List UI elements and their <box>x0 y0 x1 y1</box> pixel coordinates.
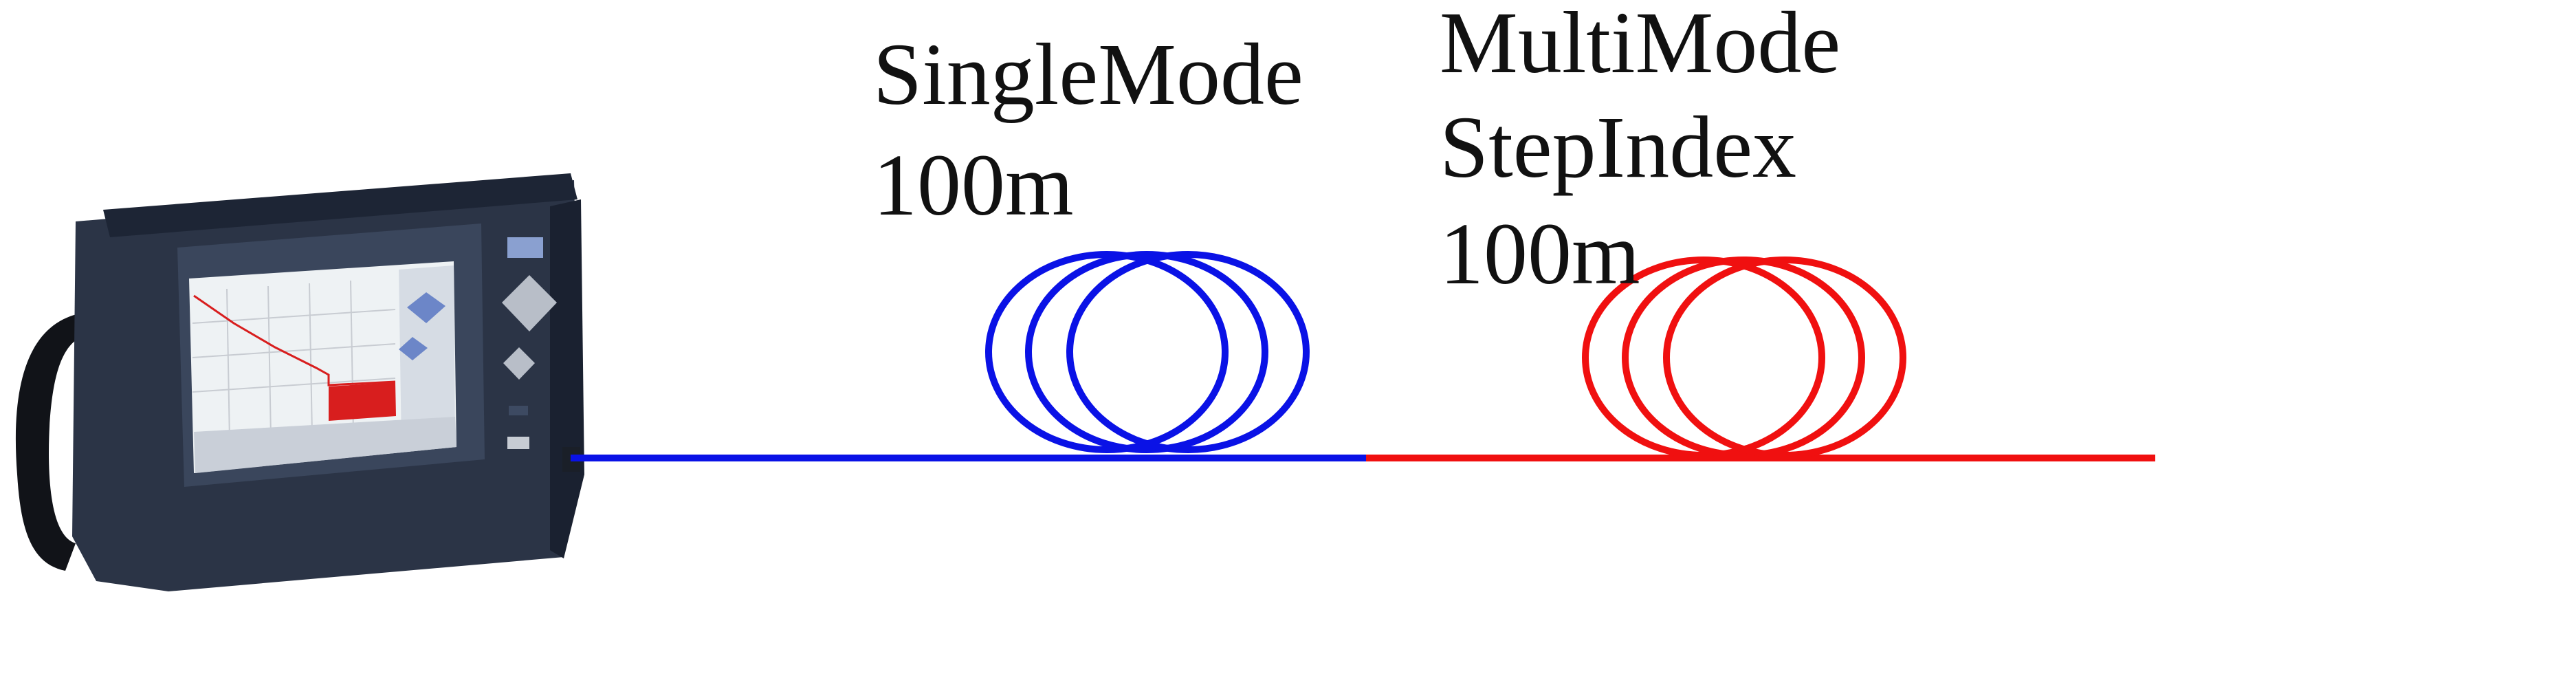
device-screen-nav-button <box>407 292 445 323</box>
singlemode-type-label: SingleMode <box>873 25 1303 123</box>
device-side <box>550 199 584 558</box>
device-screen-trace <box>193 294 396 386</box>
multimode-coil-loop <box>1663 257 1906 459</box>
device-label-plate <box>507 237 543 258</box>
device-small-key <box>509 406 528 415</box>
device-nav-key <box>502 275 557 331</box>
device-screen-info <box>194 417 456 473</box>
singlemode-coil-loop <box>1025 251 1268 453</box>
device-screen-noise <box>329 382 396 421</box>
singlemode-coil-loop <box>985 251 1229 453</box>
device-small-key-2 <box>507 437 529 449</box>
singlemode-length-label: 100m <box>873 136 1074 234</box>
singlemode-coil <box>985 251 1310 453</box>
multimode-coil-loop <box>1582 257 1825 459</box>
multimode-coil-loop <box>1622 257 1865 459</box>
device-top-bumper <box>103 173 577 237</box>
multimode-type-label: MultiMode <box>1440 0 1841 91</box>
device-handle <box>15 313 93 571</box>
device-screen <box>189 261 456 473</box>
multimode-index-label: StepIndex <box>1440 98 1796 196</box>
device-select-key <box>503 347 535 380</box>
device-screen-grid <box>192 280 396 441</box>
multimode-coil <box>1582 257 1906 459</box>
device-screen-nav-button-2 <box>399 337 428 360</box>
singlemode-coil-loop <box>1066 251 1310 453</box>
otdr-instrument-icon <box>15 173 584 591</box>
multimode-length-label: 100m <box>1440 205 1640 303</box>
